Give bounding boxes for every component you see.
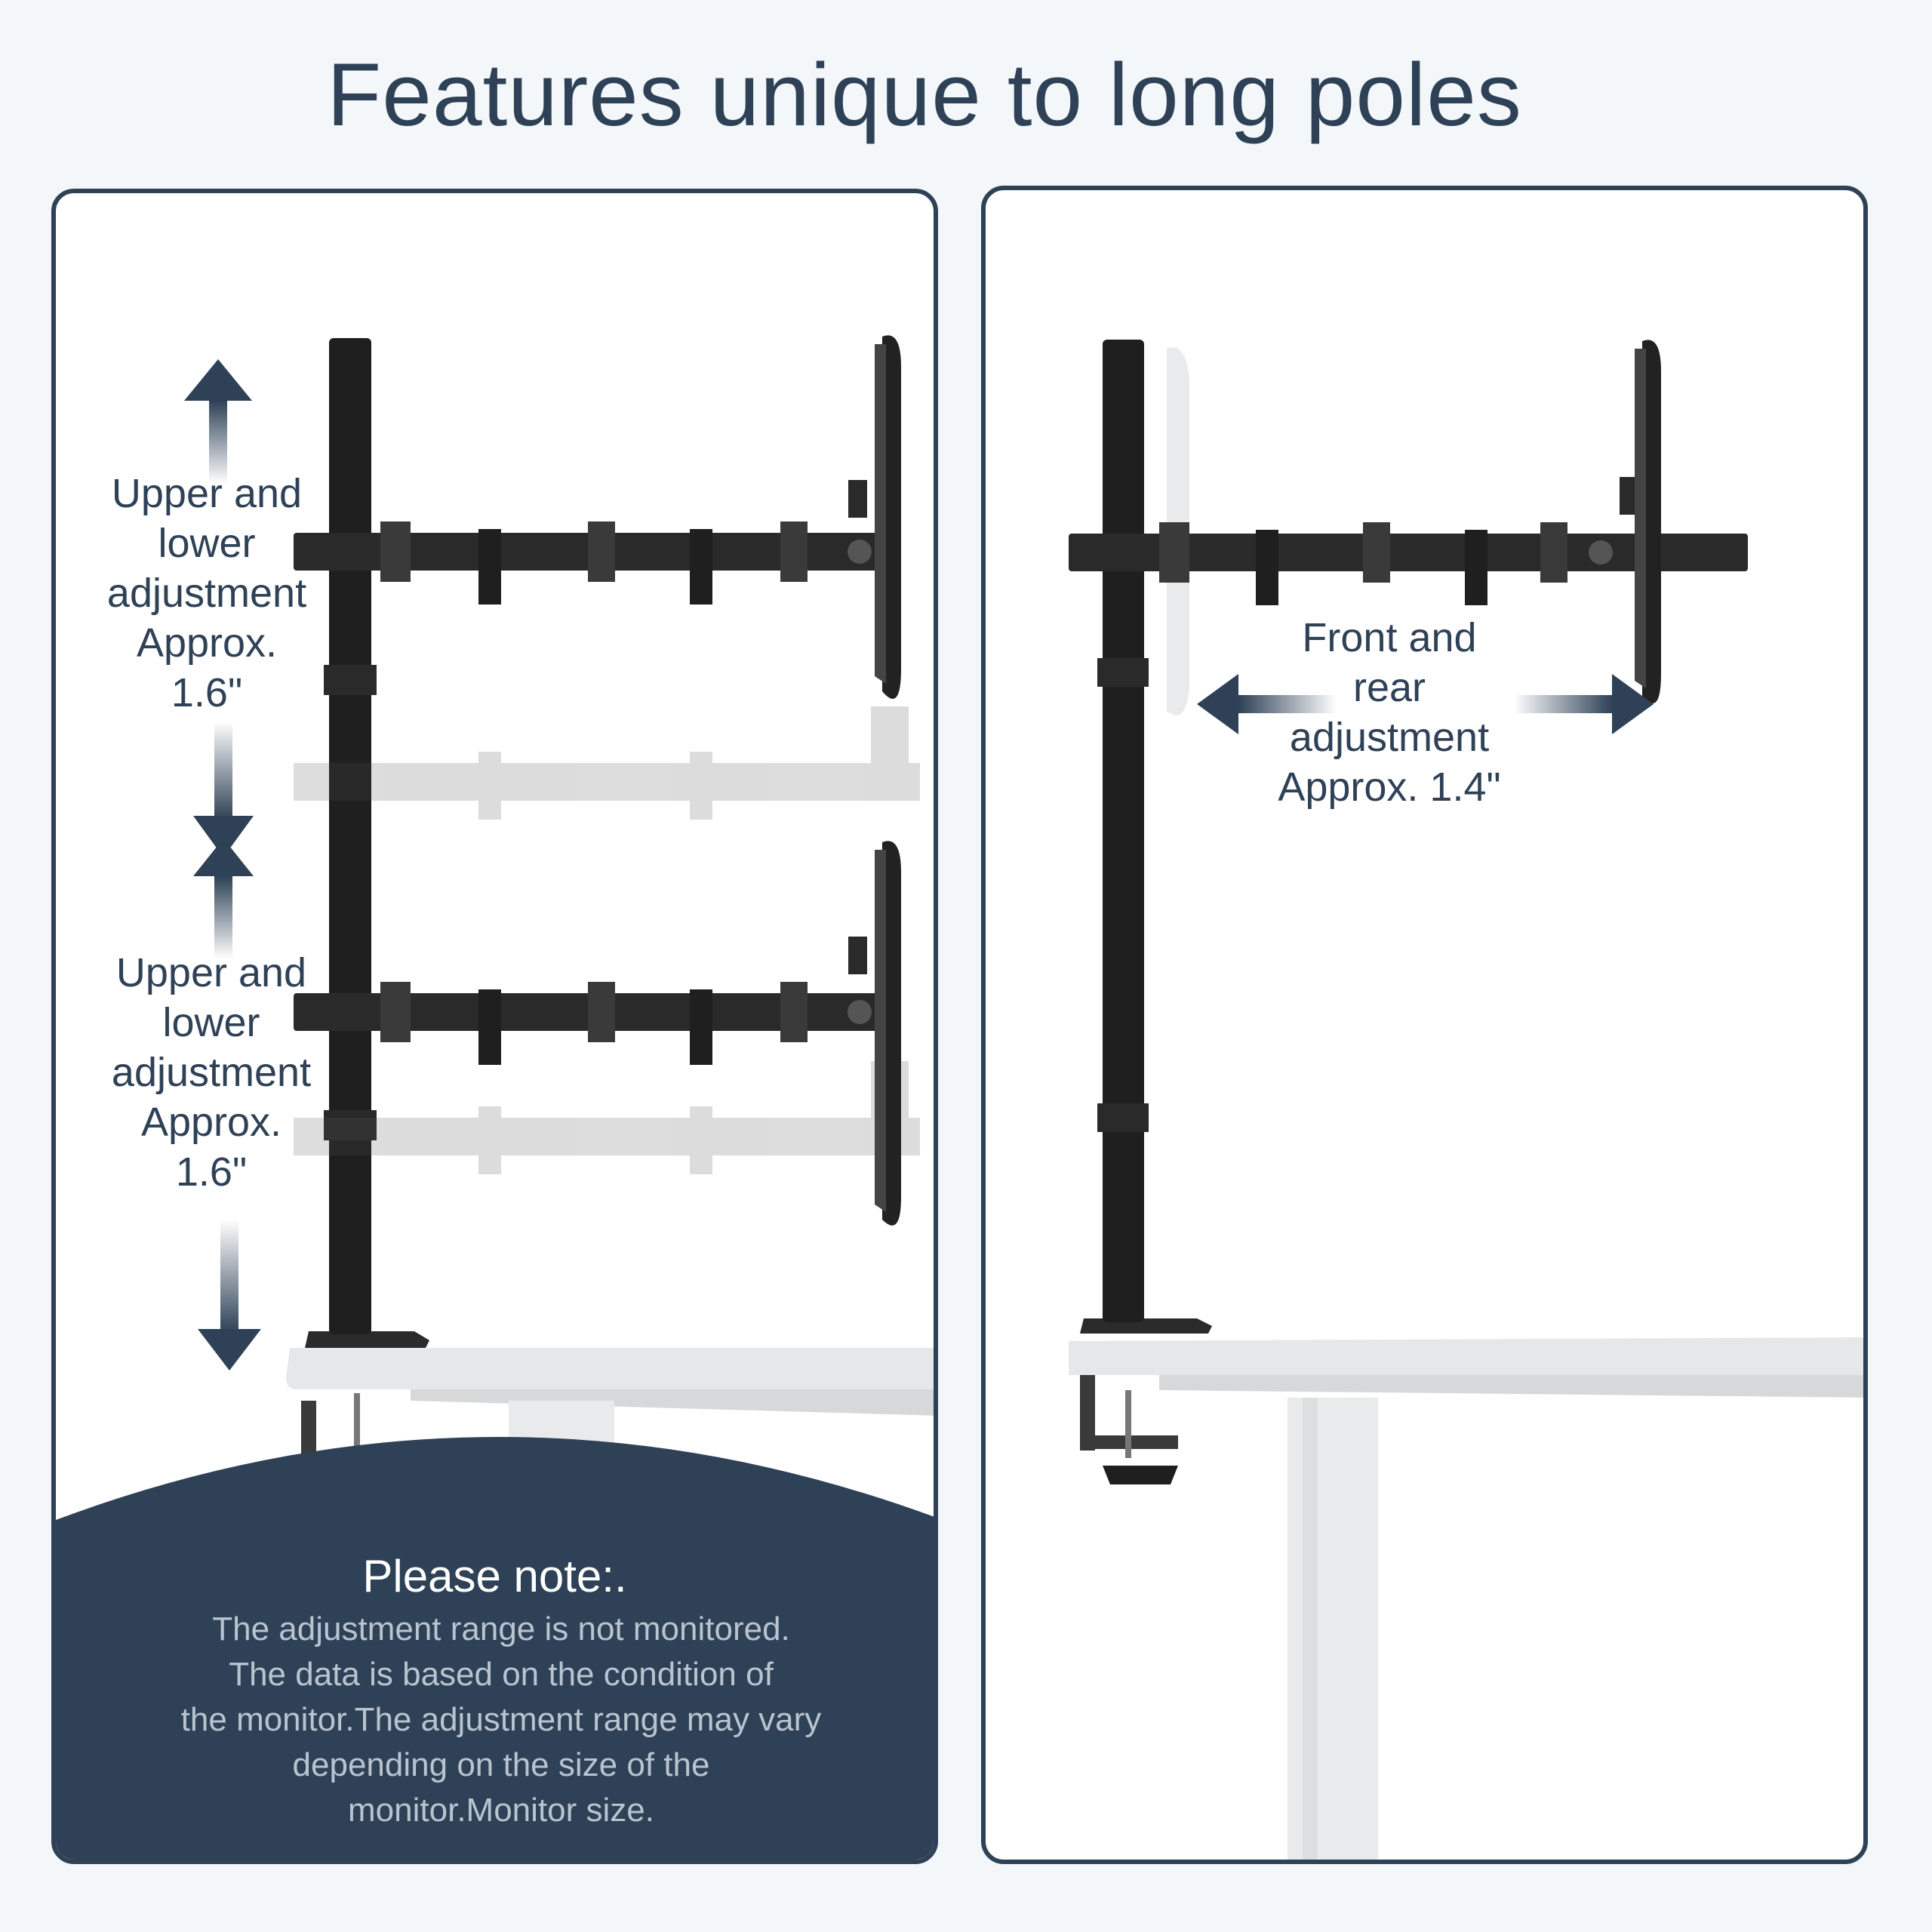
up-arrow-icon (184, 359, 252, 484)
upper-adjustment-label: Upper and lower adjustment Approx. 1.6" (106, 471, 307, 715)
left-arrow-icon (1197, 674, 1337, 734)
note-section: Please note:. The adjustment range is no… (56, 1437, 934, 1860)
note-body: The adjustment range is not monitored. T… (180, 1611, 822, 1829)
pole-depth-illustration (1069, 340, 1863, 1860)
down-arrow-icon (198, 1220, 261, 1371)
page-title: Features unique to long poles (327, 45, 1522, 145)
note-title: Please note:. (362, 1551, 627, 1601)
front-rear-adjustment-label: Front and rear adjustment Approx. 1.4" (1278, 615, 1501, 810)
lower-adjustment-label: Upper and lower adjustment Approx. 1.6" (111, 950, 312, 1195)
pole-height-illustration (184, 335, 934, 1491)
right-arrow-icon (1514, 674, 1654, 734)
left-panel: Upper and lower adjustment Approx. 1.6" … (51, 189, 938, 1864)
right-panel: Front and rear adjustment Approx. 1.4" (981, 186, 1868, 1864)
up-arrow-icon (193, 838, 254, 959)
down-arrow-icon (193, 721, 254, 857)
